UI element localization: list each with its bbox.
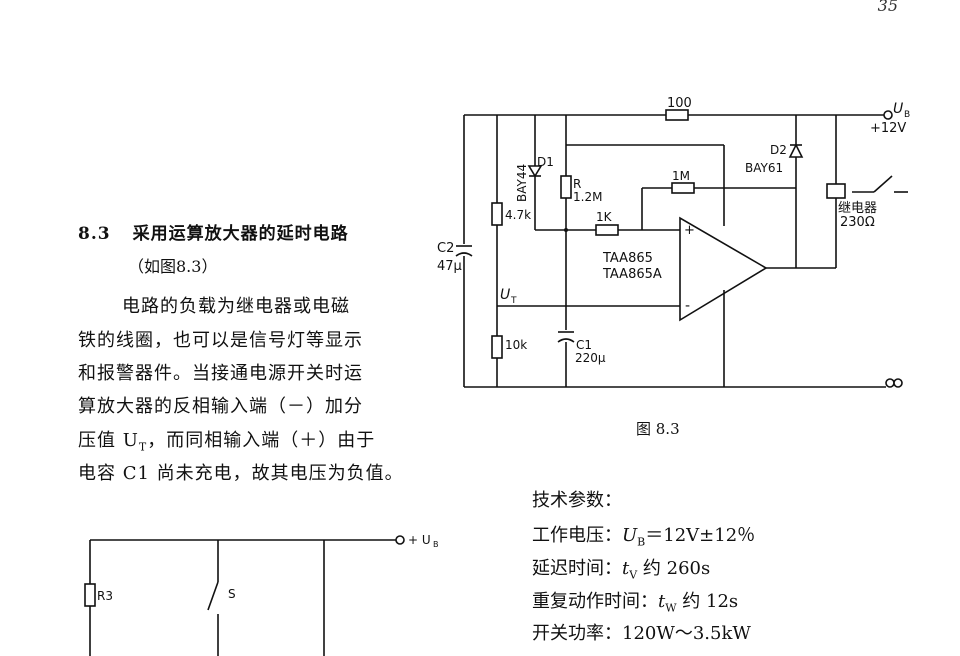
c1-plate-bottom xyxy=(557,338,575,343)
label-supply-sub: B xyxy=(904,110,910,120)
spec-symbol: t xyxy=(622,558,630,579)
label-d2: D2 xyxy=(770,143,787,157)
label-r-fb: 1M xyxy=(672,169,690,183)
body-line: 和报警器件。当接通电源开关时运 xyxy=(78,363,363,384)
label-minus: - xyxy=(685,298,690,314)
label-c1: C1 xyxy=(576,338,592,352)
label-opamp-model2: TAA865A xyxy=(602,267,662,282)
label-d1: D1 xyxy=(537,155,554,169)
terminal-gnd-2 xyxy=(893,378,903,388)
resistor-1m xyxy=(671,182,695,194)
label-r-div-top: 4.7k xyxy=(505,208,531,222)
spec-label: 重复动作时间： xyxy=(532,591,658,612)
spec-value: 约 260s xyxy=(637,558,711,579)
label-r-div-bottom: 10k xyxy=(505,338,527,352)
junction-node xyxy=(564,228,568,232)
label-c1-value: 220μ xyxy=(575,351,606,365)
spec-symbol: t xyxy=(658,591,666,612)
terminal-circuit2 xyxy=(395,535,405,545)
terminal-gnd xyxy=(885,378,895,388)
c2-plate-bottom xyxy=(455,252,473,257)
spec-line: 重复动作时间：tW 约 12s xyxy=(532,587,738,615)
diode-d1 xyxy=(527,165,543,178)
label-ut-sub: T xyxy=(510,296,517,306)
spec-value: 约 12s xyxy=(676,591,739,612)
spec-value: ＝12V±12％ xyxy=(645,525,756,546)
diode-d2 xyxy=(788,143,804,158)
label-r-value: 1.2M xyxy=(573,190,602,204)
switch-s-blade xyxy=(207,581,219,611)
label-circuit2-supply: + U xyxy=(408,533,431,547)
label-c2: C2 xyxy=(437,241,454,256)
body-text: ，而同相输入端（＋）由于 xyxy=(147,430,376,451)
spec-line: 工作电压：UB＝12V±12％ xyxy=(532,521,755,549)
label-supply-voltage: +12V xyxy=(870,121,906,136)
relay-contact-blade xyxy=(873,175,893,193)
resistor-10k xyxy=(491,335,503,359)
spec-line: 延迟时间：tV 约 260s xyxy=(532,554,710,582)
label-plus: + xyxy=(684,223,695,238)
label-r-top: 100 xyxy=(667,96,692,111)
figure-reference: （如图8.3） xyxy=(128,257,218,276)
section-number: 8.3 xyxy=(78,224,111,244)
subscript: V xyxy=(629,568,638,582)
subscript: B xyxy=(637,535,646,549)
label-d1-type: BAY44 xyxy=(515,164,529,202)
resistor-1m2 xyxy=(560,175,572,199)
label-switch: S xyxy=(228,587,236,601)
label-supply: U xyxy=(893,101,903,117)
spec-symbol: U xyxy=(622,525,638,546)
body-line: 电容 C1 尚未充电，故其电压为负值。 xyxy=(78,463,404,484)
label-relay: 继电器 xyxy=(838,201,877,216)
label-d2-type: BAY61 xyxy=(745,161,783,175)
label-opamp-model1: TAA865 xyxy=(602,251,653,266)
resistor-4k7 xyxy=(491,202,503,226)
label-circuit2-supply-sub: B xyxy=(433,540,439,549)
label-relay-value: 230Ω xyxy=(840,215,875,230)
body-line: 铁的线圈，也可以是信号灯等显示 xyxy=(78,330,363,351)
subscript: W xyxy=(665,601,677,615)
label-r-in: 1K xyxy=(596,210,613,224)
body-line: 算放大器的反相输入端（－）加分 xyxy=(78,396,363,417)
label-ut: U xyxy=(500,287,510,303)
spec-value: 120W～3.5kW xyxy=(622,623,751,644)
spec-label: 延迟时间： xyxy=(532,558,622,579)
label-r3: R3 xyxy=(97,589,113,603)
resistor-100 xyxy=(665,109,689,121)
opamp xyxy=(679,216,768,322)
body-line: 压值 UT，而同相输入端（＋）由于 xyxy=(78,426,375,454)
label-r: R xyxy=(573,177,581,191)
spec-heading: 技术参数： xyxy=(532,490,622,511)
page-number: 35 xyxy=(877,0,898,15)
spec-label: 开关功率： xyxy=(532,623,622,644)
section-heading: 8.3 采用运算放大器的延时电路 xyxy=(78,219,349,244)
relay-coil xyxy=(826,183,846,199)
terminal-ub xyxy=(883,110,893,120)
spec-label: 工作电压： xyxy=(532,525,622,546)
figure-caption: 图 8.3 xyxy=(636,420,680,438)
spec-line: 开关功率：120W～3.5kW xyxy=(532,619,751,645)
body-text: 压值 U xyxy=(78,430,139,451)
subscript: T xyxy=(138,440,148,454)
body-line: 电路的负载为继电器或电磁 xyxy=(122,296,350,317)
section-title: 采用运算放大器的延时电路 xyxy=(132,224,349,244)
resistor-r3 xyxy=(84,583,96,607)
label-c2-value: 47μ xyxy=(437,259,462,274)
resistor-1k xyxy=(595,224,619,236)
